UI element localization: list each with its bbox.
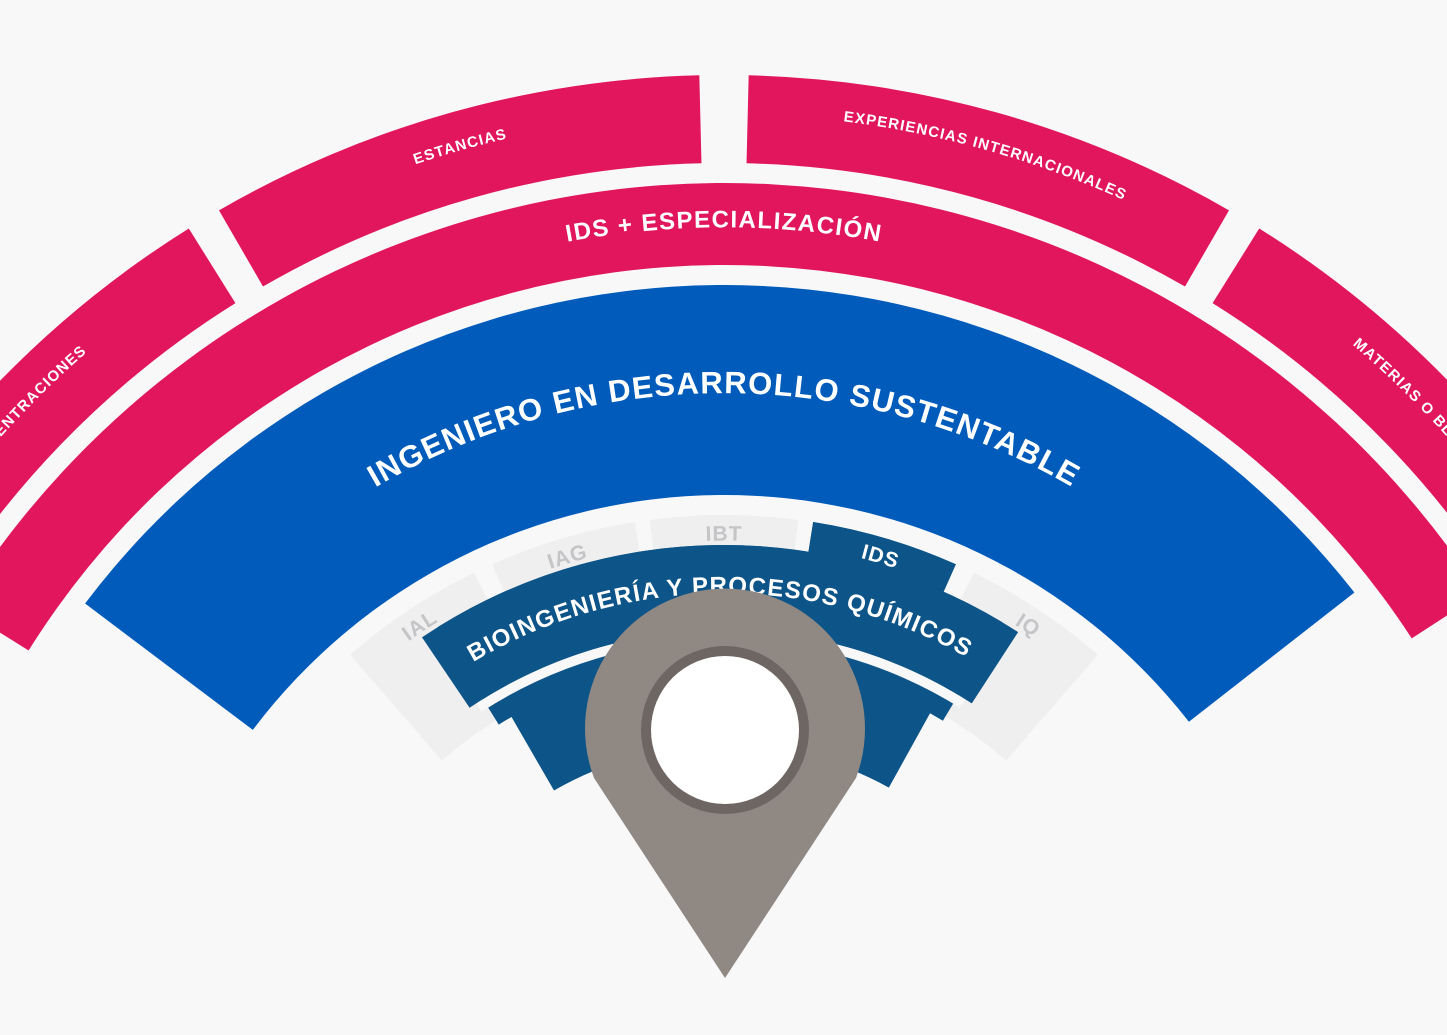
program-segment-ids-edge — [808, 522, 956, 592]
outer-segment-estancias — [219, 75, 702, 287]
degree-band — [85, 285, 1355, 730]
outer-segment-materias-o-bloques — [1212, 228, 1447, 513]
outer-segment-experiencias-internacionales — [746, 75, 1229, 287]
location-pin-icon — [585, 588, 865, 978]
specialization-band — [0, 183, 1447, 651]
outer-segment-concentraciones — [0, 228, 236, 515]
department-school-gap — [476, 630, 966, 712]
pin-hole — [651, 656, 799, 804]
label-program-ibt: IBT — [705, 523, 742, 546]
